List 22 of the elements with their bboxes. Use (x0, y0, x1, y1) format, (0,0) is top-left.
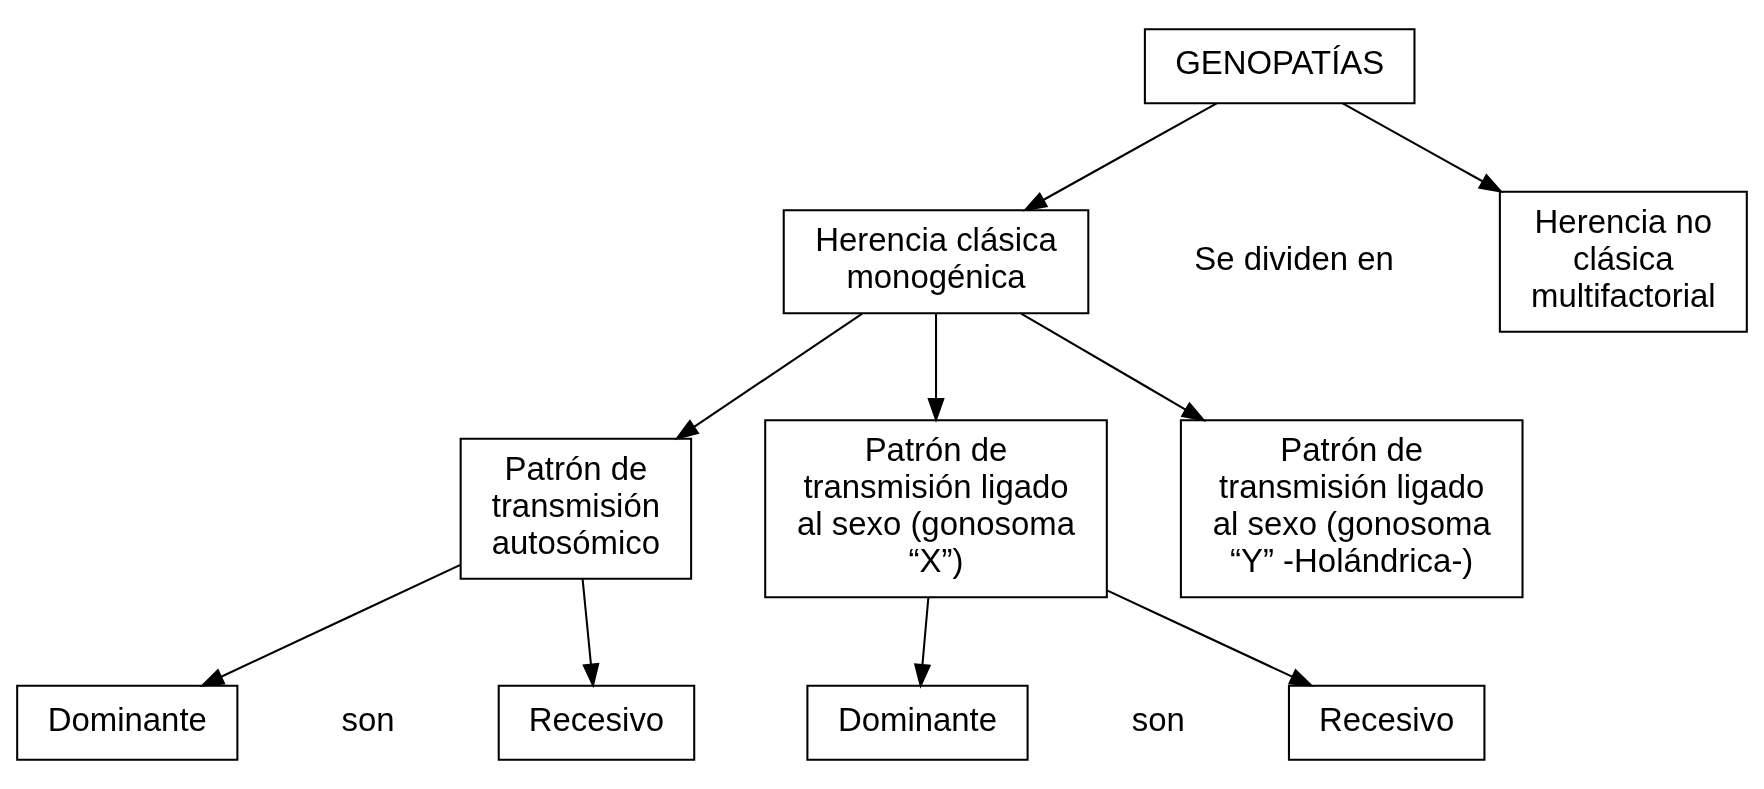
arrow (1022, 102, 1218, 212)
label: son (1131, 700, 1185, 738)
label: son (341, 700, 395, 738)
label: Se dividen en (1194, 239, 1394, 277)
arrow (1020, 312, 1207, 422)
node-box: Patrón de transmisión ligado al sexo (gonosoma “Y” -Holándrica-) (1179, 419, 1524, 599)
arrow (913, 597, 932, 689)
node-box: Dominante (806, 684, 1029, 761)
arrow (581, 578, 600, 689)
node-box: Patrón de transmisión autosómico (459, 437, 693, 580)
arrow (1342, 102, 1504, 194)
arrow (1106, 589, 1314, 687)
node-box: Dominante (16, 684, 239, 761)
node-box: GENOPATÍAS (1143, 28, 1416, 105)
node-box: Herencia no clásica multifactorial (1498, 190, 1748, 333)
arrow (674, 312, 863, 441)
node-box: Herencia clásica monogénica (782, 209, 1090, 315)
arrow (199, 563, 461, 687)
arrow (927, 313, 945, 423)
node-box: Recesivo (1287, 684, 1486, 761)
node-box: Patrón de transmisión ligado al sexo (gonosoma “X”) (764, 419, 1108, 599)
node-box: Recesivo (497, 684, 696, 761)
